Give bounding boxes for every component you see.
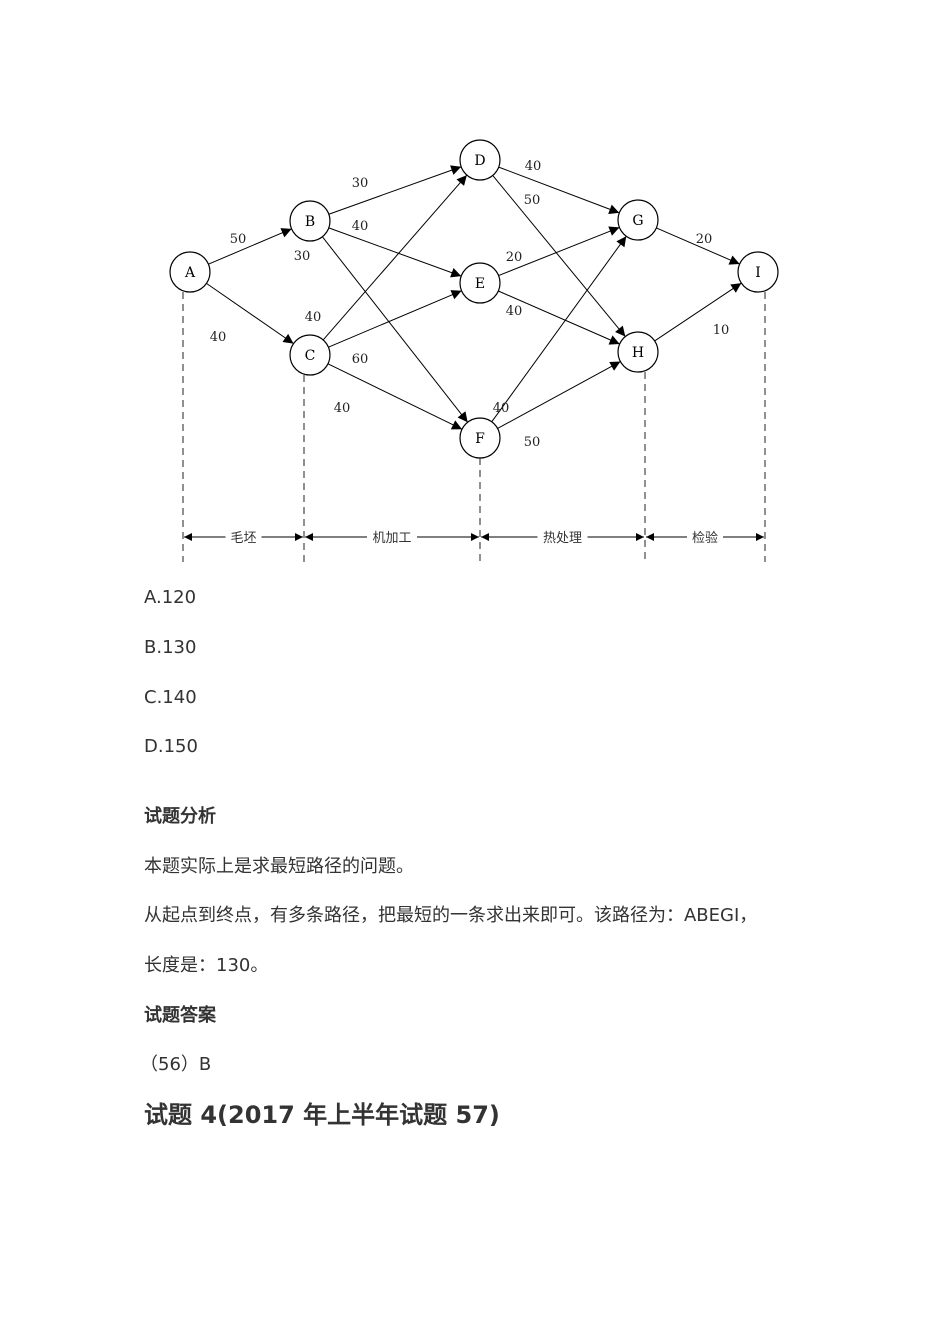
node-H: H — [617, 331, 659, 373]
node-D: D — [459, 139, 501, 181]
edge-weight-label: 50 — [230, 232, 247, 247]
edge-weight-label: 20 — [506, 250, 523, 265]
edge-weight-label: 50 — [524, 435, 541, 450]
process-network-graph: 50 40 30 40 30 40 60 40 40 50 20 40 40 50 20 10 A B C D E F G H… — [169, 139, 779, 562]
edge-G-I — [656, 227, 740, 265]
edge-C-E — [328, 290, 462, 348]
edge-weight-label: 40 — [352, 219, 369, 234]
edge-E-H — [498, 290, 620, 345]
phase-机加工: 机加工 — [305, 528, 479, 546]
answer-value: （56）B — [140, 1054, 212, 1075]
option-d: D.150 — [144, 736, 198, 757]
edge-weight-label: 40 — [305, 310, 322, 325]
svg-text:A: A — [184, 265, 196, 281]
svg-text:C: C — [305, 348, 316, 364]
phase-热处理: 热处理 — [481, 528, 644, 546]
edge-weight-label: 40 — [334, 401, 351, 416]
edge-weight-label: 60 — [352, 352, 369, 367]
node-B: B — [289, 200, 331, 242]
node-C: C — [289, 334, 331, 376]
node-F: F — [459, 417, 501, 459]
svg-text:D: D — [474, 153, 485, 169]
edge-B-E — [328, 227, 462, 278]
edge-B-D — [328, 165, 462, 215]
edge-weight-label: 30 — [294, 249, 311, 264]
node-A: A — [169, 251, 211, 293]
edge-F-H — [497, 361, 621, 429]
option-b: B.130 — [144, 637, 197, 658]
edge-B-F — [321, 236, 469, 423]
edge-E-G — [498, 226, 620, 277]
edge-F-G — [491, 235, 627, 423]
node-I: I — [737, 251, 779, 293]
edge-weight-label: 50 — [524, 193, 541, 208]
svg-text:B: B — [305, 214, 315, 230]
analysis-line-2: 从起点到终点，有多条路径，把最短的一条求出来即可。该路径为：ABEGI， — [144, 905, 758, 926]
answer-heading: 试题答案 — [144, 1005, 216, 1026]
svg-text:检验: 检验 — [692, 530, 718, 546]
edge-A-C — [206, 282, 294, 345]
phase-检验: 检验 — [646, 528, 764, 546]
svg-text:E: E — [475, 276, 485, 292]
edge-C-F — [327, 363, 463, 430]
edge-weight-label: 30 — [352, 176, 369, 191]
svg-text:机加工: 机加工 — [372, 531, 411, 546]
analysis-line-3: 长度是：130。 — [144, 955, 269, 976]
edge-weight-label: 10 — [713, 323, 730, 338]
edge-A-B — [208, 228, 292, 265]
edge-weight-label: 40 — [210, 330, 227, 345]
option-a: A.120 — [144, 587, 197, 608]
svg-text:G: G — [632, 213, 643, 229]
node-E: E — [459, 262, 501, 304]
edge-weight-label: 20 — [696, 232, 713, 247]
svg-text:I: I — [755, 265, 761, 281]
edge-weight-label: 40 — [525, 159, 542, 174]
svg-text:H: H — [632, 345, 644, 361]
analysis-heading: 试题分析 — [144, 806, 216, 827]
edge-H-I — [654, 282, 742, 342]
node-G: G — [617, 199, 659, 241]
edge-weight-label: 40 — [506, 304, 523, 319]
analysis-line-1: 本题实际上是求最短路径的问题。 — [144, 856, 414, 877]
svg-text:毛坯: 毛坯 — [230, 531, 256, 546]
phase-毛坯: 毛坯 — [184, 528, 303, 546]
network-diagram: 50 40 30 40 30 40 60 40 40 50 20 40 40 50 20 10 A B C D E F G H… — [0, 0, 950, 580]
edge-D-H — [492, 175, 626, 337]
edge-weight-label: 40 — [493, 401, 510, 416]
next-question-title: 试题 4(2017 年上半年试题 57) — [144, 1101, 500, 1129]
edge-D-G — [498, 166, 620, 215]
svg-text:F: F — [475, 431, 485, 447]
edge-C-D — [322, 174, 468, 341]
option-c: C.140 — [144, 687, 197, 708]
svg-text:热处理: 热处理 — [543, 531, 582, 546]
